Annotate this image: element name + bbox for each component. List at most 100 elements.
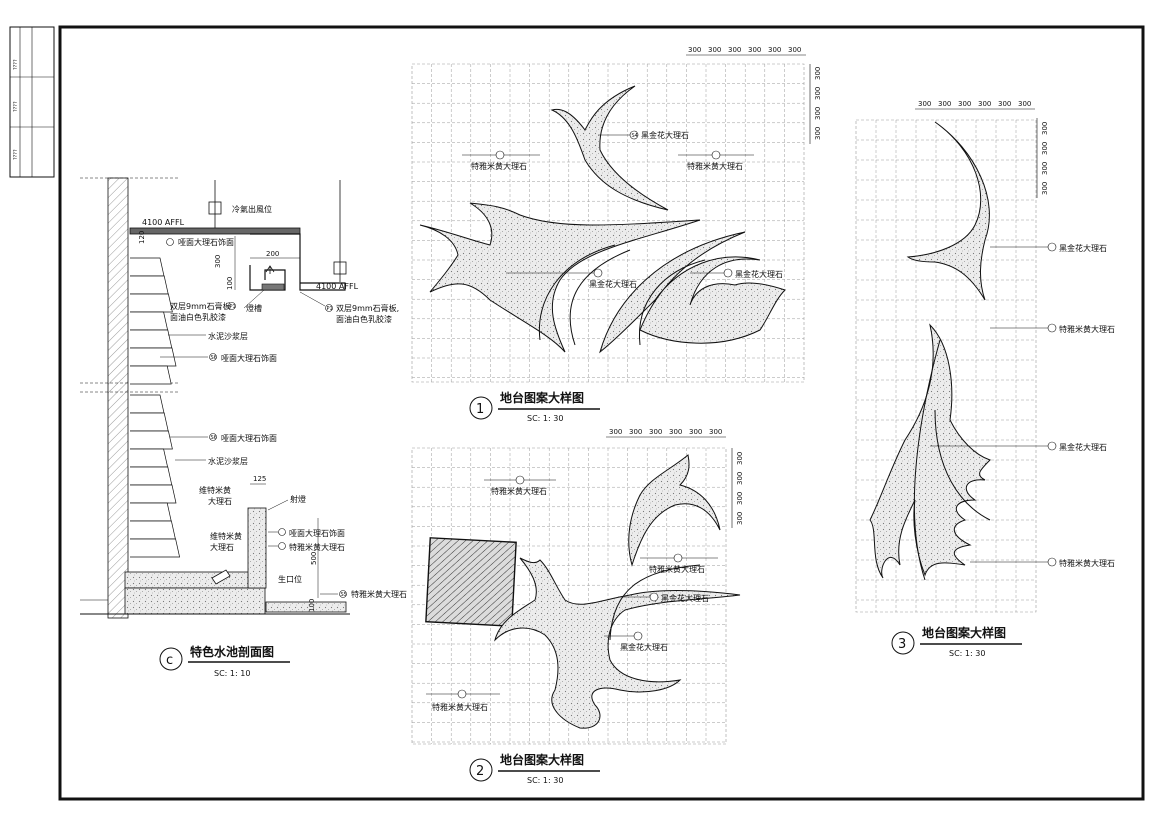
pattern-curve (934, 409, 991, 521)
detail-title: 地台图案大样图 (500, 752, 584, 767)
cascade-block (130, 538, 181, 558)
dim-text: 300 (688, 46, 701, 54)
callout-yellow-1b: 特雅米黄大理石 (678, 150, 754, 171)
callout-board-left: P1 双层9mm石膏板 面油白色乳胶漆 (170, 301, 236, 322)
level-mark: 4100 AFFL (142, 218, 185, 227)
dim-text: 300 (736, 452, 744, 465)
cascade-block (130, 257, 165, 277)
dim-text: 300 (814, 107, 822, 120)
detail-title: 地台图案大样图 (922, 625, 1006, 640)
callout-black-gold-1a: S4 黑金花大理石 (598, 130, 689, 140)
section-label: 特雅米黄大理石 (289, 542, 345, 552)
cascade-block (130, 293, 173, 313)
tag: S6 (211, 435, 217, 441)
dim-text: 300 (938, 100, 951, 108)
material-label: 特雅米黄大理石 (649, 564, 705, 574)
pattern-shape-leaf-2 (628, 454, 721, 567)
detail-number: 1 (476, 402, 484, 417)
detail-title: 地台图案大样图 (500, 390, 584, 405)
dim-text: 200 (266, 250, 279, 258)
section-number: c (166, 653, 173, 668)
dim-text: 300 (768, 46, 781, 54)
ac-vent-icon (265, 265, 275, 274)
wall (107, 177, 129, 619)
detail-scale: SC: 1: 30 (949, 649, 985, 658)
section-label: 维特米黄 (210, 531, 242, 541)
material-label: 特雅米黄大理石 (491, 486, 547, 496)
dim-text: 300 (1041, 182, 1049, 195)
basin-floor (124, 571, 266, 589)
dim-text: 300 (609, 428, 622, 436)
label-lamp: 燈槽 (246, 303, 262, 313)
detail-1-title: 1 地台图案大样图 SC: 1: 30 (469, 390, 600, 423)
section-label: 面油白色乳胶漆 (170, 312, 226, 322)
detail-3: 300 300 300 300 300 300 300 300 300 300 … (855, 100, 1115, 658)
strip-text-1: ???? (13, 59, 19, 70)
detail-number: 2 (476, 764, 484, 779)
material-label: 黑金花大理石 (641, 130, 689, 140)
dim-chain-top-1: 300 300 300 300 300 300 300 300 300 300 (686, 46, 822, 144)
callout-board-right: P1 双层9mm石膏板, 面油白色乳胶漆 (299, 291, 399, 324)
pattern-shape-feather-3 (869, 323, 991, 579)
dim-text: 300 (998, 100, 1011, 108)
callout-yellow-2c: 特雅米黄大理石 (426, 689, 500, 712)
dim-chain-top-2: 300 300 300 300 300 300 300 300 300 300 (606, 428, 744, 528)
label-ac: 冷氣出風位 (232, 204, 272, 214)
dim-text: 100 (308, 599, 316, 612)
material-label: 黑金花大理石 (735, 269, 783, 279)
detail-3-title: 3 地台图案大样图 SC: 1: 30 (891, 625, 1022, 658)
dim-chain-top-3: 300 300 300 300 300 300 300 300 300 300 (915, 100, 1049, 198)
dim-text: 300 (978, 100, 991, 108)
section-label: 哑面大理石饰面 (221, 433, 277, 443)
section-label: 维特米黄 (199, 485, 231, 495)
callout-matte-basin: 哑面大理石饰面 (268, 528, 345, 538)
section-label: 哑面大理石饰面 (178, 237, 234, 247)
detail-scale: SC: 1: 30 (527, 776, 563, 785)
section-label: 双层9mm石膏板, (336, 303, 399, 313)
dim-text: 300 (958, 100, 971, 108)
dim-text: 300 (788, 46, 801, 54)
dim-text: 300 (214, 255, 222, 268)
callout-yellow-3b: 特雅米黄大理石 (970, 557, 1115, 568)
dim-text: 300 (649, 428, 662, 436)
callout-matte-top: 哑面大理石饰面 (166, 237, 234, 247)
dim-text: 300 (748, 46, 761, 54)
pattern-curve (638, 259, 706, 346)
title-strip: ???? ???? ???? (9, 26, 55, 178)
cascade-block (130, 311, 169, 331)
callout-matte-low: S6 哑面大理石饰面 (170, 433, 277, 443)
callout-yellow-floor: S5 特雅米黄大理石 (320, 589, 407, 599)
cascade-block (130, 394, 165, 414)
sheet-border (58, 25, 1145, 801)
callout-yellow-2b: 特雅米黄大理石 (640, 553, 718, 574)
material-label: 特雅米黄大理石 (687, 161, 743, 171)
dim-text: 300 (814, 87, 822, 100)
dim-text: 300 (1041, 122, 1049, 135)
pattern-curve (538, 244, 616, 341)
section-label: 射燈 (290, 494, 306, 504)
detail-2: 300 300 300 300 300 300 300 300 300 300 … (411, 428, 744, 785)
material-label: 黑金花大理石 (661, 593, 709, 603)
hatched-square (425, 537, 517, 627)
dim-text: 300 (709, 428, 722, 436)
callout-black-gold-3a: 黑金花大理石 (990, 242, 1107, 253)
section-c: 200 300 100 120 125 500 100 4100 AFFL 41… (80, 177, 407, 678)
pattern-shape-horn-3 (906, 121, 990, 301)
detail-scale: SC: 1: 30 (527, 414, 563, 423)
cascade-block (130, 275, 169, 295)
material-label: 黑金花大理石 (589, 279, 637, 289)
pattern-shape-wave-right (599, 231, 786, 354)
dim-text: 125 (253, 475, 266, 483)
detail-2-title: 2 地台图案大样图 SC: 1: 30 (469, 752, 600, 785)
material-label: 黑金花大理石 (1059, 243, 1107, 253)
callout-matte-mid: S6 哑面大理石饰面 (160, 353, 277, 363)
grid-frame (855, 119, 1037, 613)
dim-text: 300 (736, 492, 744, 505)
callout-yellow-2a: 特雅米黄大理石 (484, 475, 556, 496)
pattern-curve (913, 339, 941, 581)
pattern-shape-leaf-top (550, 85, 669, 211)
tag: P1 (230, 304, 236, 310)
cascade-block (130, 365, 172, 385)
callout-black-gold-2a: 黑金花大理石 (618, 592, 709, 603)
